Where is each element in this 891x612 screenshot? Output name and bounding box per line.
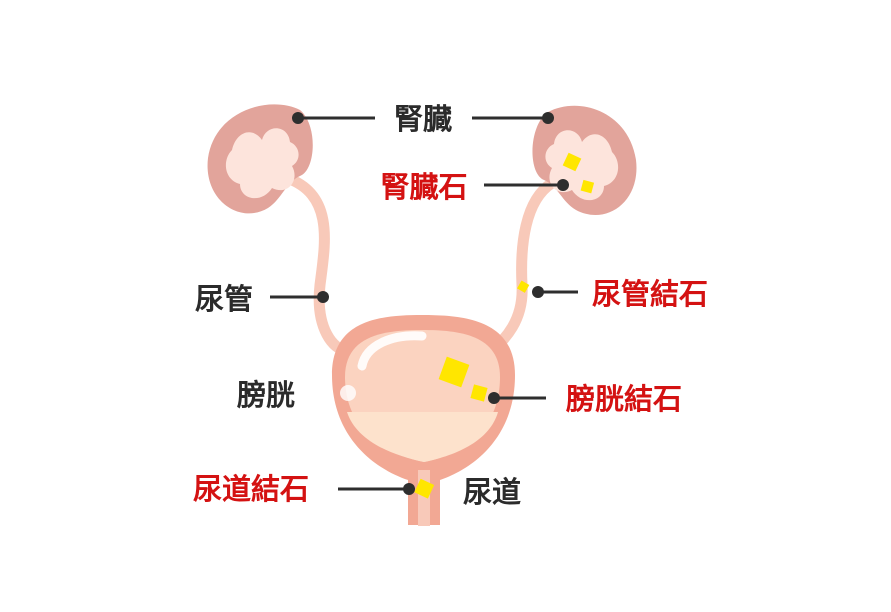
label-urethra-stone: 尿道結石 — [193, 472, 309, 506]
label-ureter-stone: 尿管結石 — [592, 277, 708, 311]
urethra-tube — [418, 470, 430, 526]
left-kidney — [207, 104, 313, 214]
label-bladder: 膀胱 — [236, 378, 295, 412]
left-ureter — [281, 172, 351, 356]
labels: 腎臓 腎臓石 尿管 尿管結石 膀胱 膀胱結石 尿道結石 尿道 — [193, 102, 708, 509]
bladder-highlight — [357, 331, 427, 371]
right-ureter — [484, 177, 558, 358]
bladder-urine — [347, 412, 498, 462]
kidney-right-dot — [542, 112, 554, 124]
kidney-stone-1 — [562, 152, 582, 172]
bladder-stone-2 — [470, 384, 488, 402]
leader-lines — [270, 116, 578, 491]
kidney-left-dot — [292, 112, 304, 124]
kidney-stone-2 — [580, 179, 595, 194]
stones — [414, 152, 595, 499]
label-bladder-stone: 膀胱結石 — [565, 382, 682, 416]
ureter-stone-dot — [532, 286, 544, 298]
label-ureter: 尿管 — [195, 282, 253, 316]
urethra-stone-dot — [403, 483, 415, 495]
left-kidney-inner — [225, 128, 299, 199]
ureter-dot — [317, 291, 329, 303]
label-kidney: 腎臓 — [394, 102, 452, 136]
label-kidney-stone: 腎臓石 — [380, 170, 467, 204]
kidney-stone-dot — [557, 179, 569, 191]
bladder-shine — [340, 385, 356, 401]
ureter-stone — [517, 280, 530, 293]
bladder-stone-1 — [438, 356, 470, 388]
leader-dots — [292, 112, 569, 495]
urethra-stone — [414, 478, 435, 499]
label-urethra: 尿道 — [463, 475, 521, 509]
bladder-stone-dot — [488, 392, 500, 404]
